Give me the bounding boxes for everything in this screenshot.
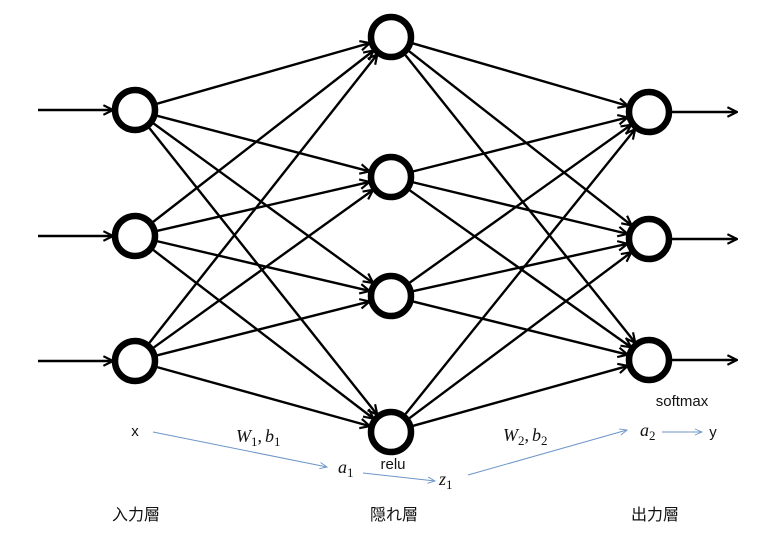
comma: , xyxy=(258,426,263,446)
z1-label: z1 xyxy=(438,469,453,492)
hidden-node-3 xyxy=(367,272,415,320)
edge-hidden1-to-output1 xyxy=(412,42,628,105)
flow-arrow-a1-to-z1 xyxy=(362,472,435,481)
input-layer-label: 入力層 xyxy=(112,505,160,524)
hidden-node-2 xyxy=(367,153,415,201)
input-node-1 xyxy=(111,86,159,134)
output-node-3 xyxy=(625,336,673,384)
hidden-node-1 xyxy=(367,13,415,61)
a2-label: a2 xyxy=(640,420,656,443)
edge-hidden3-to-output1 xyxy=(409,125,631,284)
a1-label: a1 xyxy=(338,457,354,480)
edge-input2-to-hidden4 xyxy=(152,249,373,419)
w1-symbol: W xyxy=(236,426,253,446)
softmax-label: softmax xyxy=(656,393,709,410)
io-arrows-group xyxy=(38,110,737,361)
edge-input2-to-hidden1 xyxy=(152,51,373,223)
input-node-2 xyxy=(111,212,159,260)
b2-symbol: b xyxy=(532,425,541,445)
output-layer-label: 出力層 xyxy=(631,505,679,524)
edge-hidden1-to-output3 xyxy=(404,54,635,343)
edge-hidden1-to-output2 xyxy=(408,50,632,225)
a1-symbol: a xyxy=(338,457,347,477)
a2-subscript: 2 xyxy=(649,428,656,443)
edge-hidden2-to-output1 xyxy=(413,117,627,173)
flow-arrow-x-to-a1 xyxy=(152,431,327,467)
edge-input3-to-hidden3 xyxy=(156,301,369,357)
edge-hidden4-to-output1 xyxy=(404,129,635,415)
flow-arrow-z1-to-a2 xyxy=(467,430,627,476)
a1-subscript: 1 xyxy=(347,465,354,480)
z1-symbol: z xyxy=(438,469,446,489)
input-node-3 xyxy=(111,337,159,385)
a2-symbol: a xyxy=(640,420,649,440)
edge-input1-to-hidden1 xyxy=(156,43,370,105)
b1-symbol: b xyxy=(265,426,274,446)
b2-subscript: 2 xyxy=(541,433,548,448)
edge-input1-to-hidden2 xyxy=(156,114,369,172)
x-label: x xyxy=(131,423,139,440)
comma: , xyxy=(525,425,530,445)
edge-input3-to-hidden1 xyxy=(148,54,377,344)
w2-subscript: 2 xyxy=(518,433,525,448)
edge-input2-to-hidden2 xyxy=(157,182,369,233)
edge-input1-to-hidden3 xyxy=(152,122,374,284)
edge-input2-to-hidden3 xyxy=(157,240,369,291)
edge-hidden3-to-output3 xyxy=(413,300,627,355)
y-label: y xyxy=(709,424,717,441)
w1-subscript: 1 xyxy=(251,434,258,449)
edge-hidden4-to-output3 xyxy=(412,366,628,427)
w2-symbol: W xyxy=(503,425,520,445)
edge-hidden4-to-output2 xyxy=(408,252,631,420)
hidden-layer-label: 隠れ層 xyxy=(370,505,418,524)
edge-hidden3-to-output2 xyxy=(413,244,627,293)
hidden-node-4 xyxy=(367,408,415,456)
nodes-group xyxy=(111,13,673,456)
relu-label: relu xyxy=(380,456,405,473)
edge-hidden2-to-output3 xyxy=(409,189,631,347)
output-node-2 xyxy=(625,215,673,263)
edge-input3-to-hidden2 xyxy=(152,190,373,349)
b1-subscript: 1 xyxy=(274,434,281,449)
edge-hidden2-to-output2 xyxy=(413,181,627,233)
output-node-1 xyxy=(625,88,673,136)
edges-group xyxy=(148,42,635,427)
w1-b1-label: W1,b1 xyxy=(236,426,281,449)
edge-input3-to-hidden4 xyxy=(156,365,370,426)
z1-subscript: 1 xyxy=(446,477,453,492)
w2-b2-label: W2,b2 xyxy=(503,425,548,448)
edge-input1-to-hidden4 xyxy=(148,127,377,415)
